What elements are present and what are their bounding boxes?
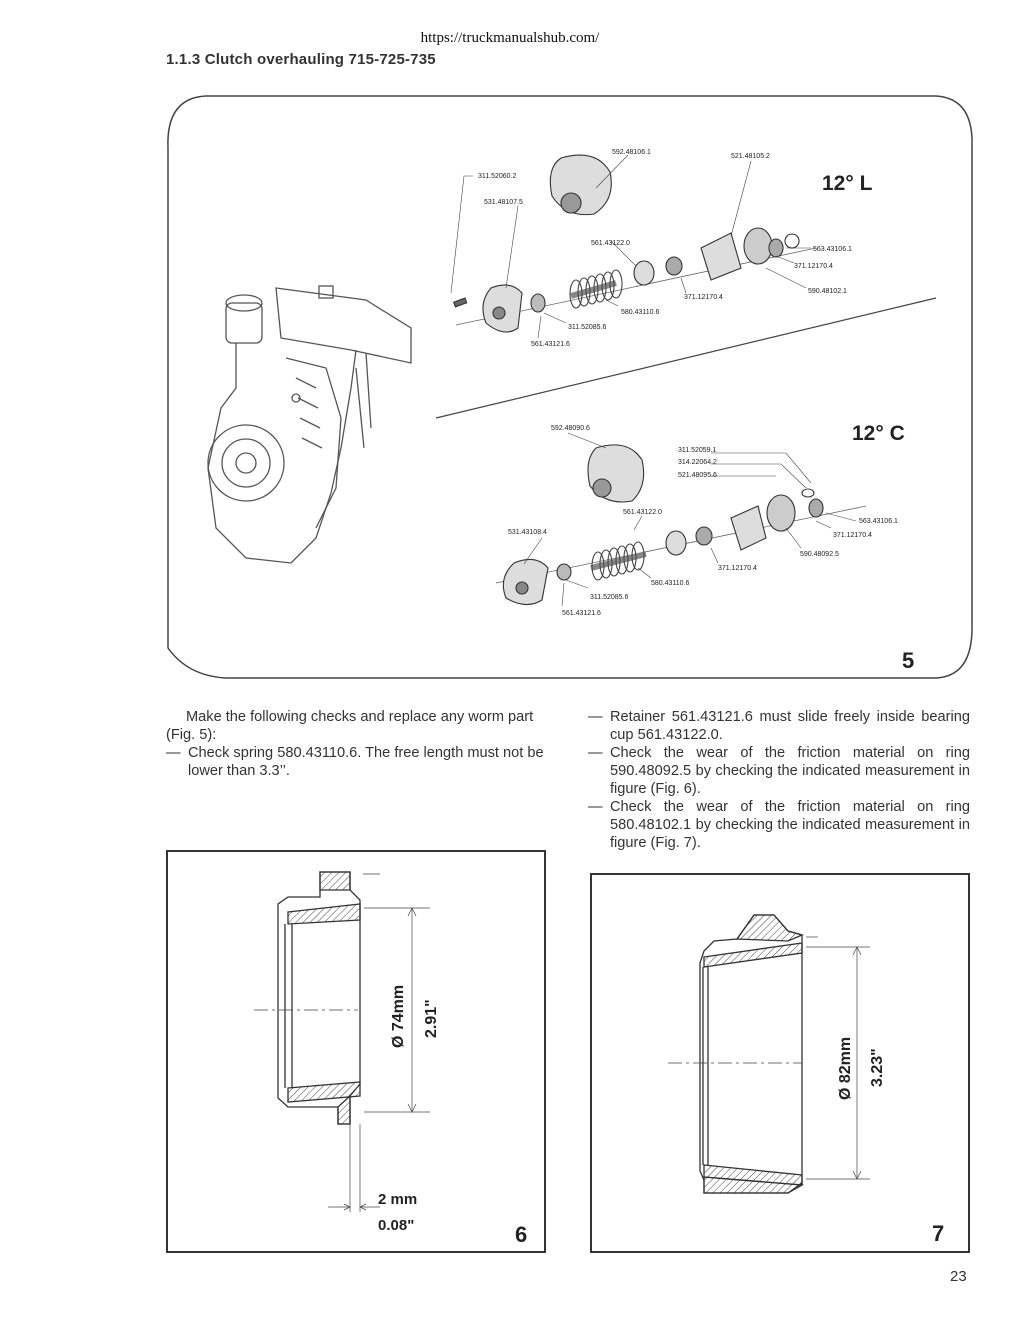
label-371-12170-4-C2: 371.12170.4 xyxy=(718,565,757,572)
bullet-text: Check the wear of the friction material … xyxy=(610,745,970,797)
figure-6-box: Ø 74mm 2.91" 2 mm 0.08" 6 xyxy=(166,850,546,1253)
label-311-52059-1: 311.52059.1 xyxy=(678,447,717,454)
dash-mark: — xyxy=(588,799,603,815)
label-311-52085-6-L: 311.52085.6 xyxy=(568,324,607,331)
left-text-column: Make the following checks and replace an… xyxy=(166,708,552,780)
variant-12-C: 12° C xyxy=(852,422,905,445)
intro-paragraph: Make the following checks and replace an… xyxy=(166,709,534,743)
figure-6-drawing: Ø 74mm 2.91" 2 mm 0.08" 6 xyxy=(254,871,527,1247)
dash-mark: — xyxy=(588,709,603,725)
right-text-column: — Retainer 561.43121.6 must slide freely… xyxy=(588,708,970,852)
figure-7-number: 7 xyxy=(932,1221,944,1246)
bullet-text: Check spring 580.43110.6. The free lengt… xyxy=(188,745,544,779)
label-592-48106-1: 592.48106.1 xyxy=(612,149,651,156)
label-371-12170-4-C1: 371.12170.4 xyxy=(833,532,872,539)
fig6-diameter-in: 2.91" xyxy=(423,999,440,1038)
figure-7-box: Ø 82mm 3.23" 7 xyxy=(590,873,970,1253)
figure-5-exploded-view: 592.48106.1 521.48105.2 311.52060.2 531.… xyxy=(167,95,973,679)
fig7-diameter-in: 3.23" xyxy=(869,1048,886,1087)
label-580-43110-6-C: 580.43110.6 xyxy=(651,580,690,587)
source-url: https://truckmanualshub.com/ xyxy=(420,30,600,46)
page-number: 23 xyxy=(950,1268,967,1285)
label-371-12170-4-L1: 371.12170.4 xyxy=(794,263,833,270)
bullet-ring-590: — Check the wear of the friction materia… xyxy=(588,744,970,798)
label-531-48107-5: 531.48107.5 xyxy=(484,199,523,206)
label-563-43106-1-L: 563.43106.1 xyxy=(813,246,852,253)
variant-12-L: 12° L xyxy=(822,172,873,195)
bullet-retainer: — Retainer 561.43121.6 must slide freely… xyxy=(588,708,970,744)
label-561-43121-6-L: 561.43121.6 xyxy=(531,341,570,348)
fig6-thickness-mm: 2 mm xyxy=(378,1191,417,1208)
clutch-parts-C xyxy=(502,444,824,606)
fig6-thickness-in: 0.08" xyxy=(378,1217,414,1234)
label-561-43122-0-C: 561.43122.0 xyxy=(623,509,662,516)
figure-6-number: 6 xyxy=(515,1222,527,1247)
clutch-parts-L xyxy=(452,154,800,333)
bullet-text: Check the wear of the friction material … xyxy=(610,799,970,851)
label-311-52085-6-C: 311.52085.6 xyxy=(590,594,629,601)
label-590-48102-1: 590.48102.1 xyxy=(808,288,847,295)
leader-lines-C xyxy=(523,432,857,607)
leader-lines-L xyxy=(450,154,811,339)
dash-mark: — xyxy=(166,745,181,761)
engine-illustration xyxy=(207,285,412,564)
fig7-diameter-mm: Ø 82mm xyxy=(837,1037,854,1100)
label-521-48105-2: 521.48105.2 xyxy=(731,153,770,160)
label-561-43121-6-C: 561.43121.6 xyxy=(562,610,601,617)
label-311-52060-2: 311.52060.2 xyxy=(478,173,517,180)
label-314-22064-2: 314.22064.2 xyxy=(678,459,717,466)
fig6-diameter-mm: Ø 74mm xyxy=(390,985,407,1048)
label-561-43122-0-L: 561.43122.0 xyxy=(591,240,630,247)
bullet-ring-580: — Check the wear of the friction materia… xyxy=(588,798,970,852)
label-531-43108-4: 531.43108.4 xyxy=(508,529,547,536)
section-title: 1.1.3 Clutch overhauling 715-725-735 xyxy=(166,51,436,68)
label-563-43106-1-C: 563.43106.1 xyxy=(859,518,898,525)
label-580-43110-6-L: 580.43110.6 xyxy=(621,309,660,316)
bullet-spring-check: — Check spring 580.43110.6. The free len… xyxy=(166,744,552,780)
label-371-12170-4-L2: 371.12170.4 xyxy=(684,294,723,301)
figure-7-drawing: Ø 82mm 3.23" 7 xyxy=(668,914,944,1246)
bullet-text: Retainer 561.43121.6 must slide freely i… xyxy=(610,709,970,743)
label-590-48092-5: 590.48092.5 xyxy=(800,551,839,558)
label-521-48095-6: 521.48095.6 xyxy=(678,472,717,479)
figure-5-number: 5 xyxy=(902,648,914,673)
label-592-48090-6: 592.48090.6 xyxy=(551,425,590,432)
dash-mark: — xyxy=(588,745,603,761)
